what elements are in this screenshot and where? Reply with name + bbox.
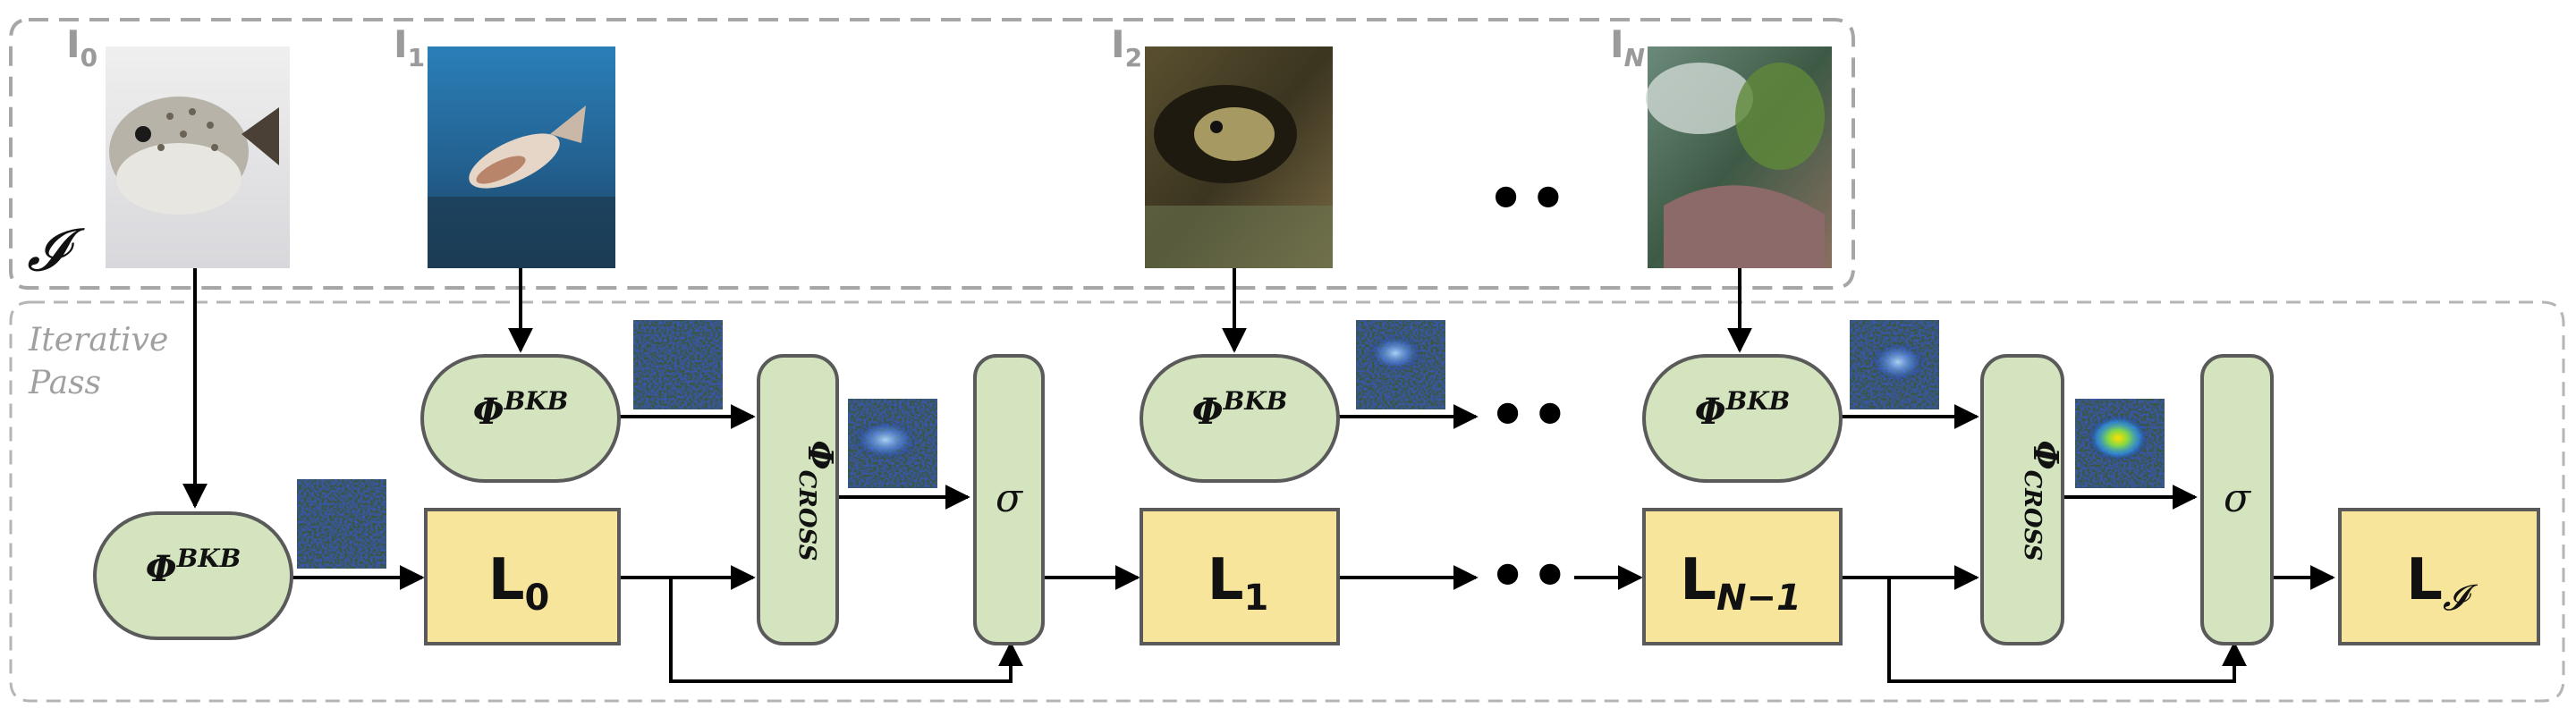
mid-ellipsis-bottom: •• xyxy=(1487,535,1571,618)
latent-L1: L1 xyxy=(1140,508,1340,645)
heatmap-1 xyxy=(633,320,723,409)
image-label-1: I1 xyxy=(394,22,425,72)
image-label-0: I0 xyxy=(66,22,97,72)
bkb-module-2: ΦBKB xyxy=(1140,354,1340,483)
image-thumb-0 xyxy=(106,46,290,268)
iterative-pass-label-line1: Iterative xyxy=(28,322,168,358)
connectors xyxy=(182,268,2335,683)
svg-text:ΦBKB: ΦBKB xyxy=(473,386,569,433)
iterative-pass-label-line2: Pass xyxy=(28,365,101,401)
latent-L0: L0 xyxy=(424,508,621,645)
iterative-pass-region xyxy=(9,300,2565,703)
cross-module-1: ΦCROSS xyxy=(757,354,841,645)
svg-text:ΦBKB: ΦBKB xyxy=(1695,386,1791,433)
bkb-module-0: ΦBKB xyxy=(93,511,293,640)
cross-module-N: ΦCROSS xyxy=(1980,354,2066,645)
bkb-module-N: ΦBKB xyxy=(1642,354,1843,483)
image-thumb-2 xyxy=(1145,46,1333,268)
image-label-2: I2 xyxy=(1111,22,1142,72)
sigma-module-N: σ xyxy=(2200,354,2274,645)
heatmap-0 xyxy=(297,479,386,569)
svg-text:LN−1: LN−1 xyxy=(1680,547,1801,619)
mid-ellipsis-top: •• xyxy=(1487,374,1571,457)
svg-text:σ: σ xyxy=(2224,476,2252,521)
svg-text:ΦCROSS: ΦCROSS xyxy=(2019,440,2066,561)
svg-text:I2: I2 xyxy=(1111,22,1142,72)
svg-text:ΦCROSS: ΦCROSS xyxy=(793,440,841,561)
svg-text:L0: L0 xyxy=(488,547,550,619)
image-thumb-N xyxy=(1646,46,1832,268)
heatmap-cross-1 xyxy=(848,399,937,488)
bkb-module-1: ΦBKB xyxy=(420,354,621,483)
image-label-N: IN xyxy=(1610,22,1645,72)
sigma-module-1: σ xyxy=(973,354,1045,645)
heatmap-N xyxy=(1850,320,1939,409)
latent-LN-1: LN−1 xyxy=(1642,508,1843,645)
svg-text:σ: σ xyxy=(996,476,1024,521)
svg-text:IN: IN xyxy=(1610,22,1645,72)
latent-LI: L𝓘 xyxy=(2338,508,2540,645)
input-set-region xyxy=(9,18,1855,290)
svg-text:ΦBKB: ΦBKB xyxy=(146,544,242,590)
svg-text:I0: I0 xyxy=(66,22,97,72)
svg-text:I1: I1 xyxy=(394,22,425,72)
input-ellipsis: •• xyxy=(1485,157,1569,240)
image-thumb-1 xyxy=(428,46,615,268)
input-set-symbol: 𝓘 xyxy=(27,215,85,284)
heatmap-2 xyxy=(1356,320,1445,409)
svg-text:ΦBKB: ΦBKB xyxy=(1192,386,1288,433)
svg-text:L1: L1 xyxy=(1208,547,1269,619)
heatmap-cross-N xyxy=(2075,399,2165,488)
